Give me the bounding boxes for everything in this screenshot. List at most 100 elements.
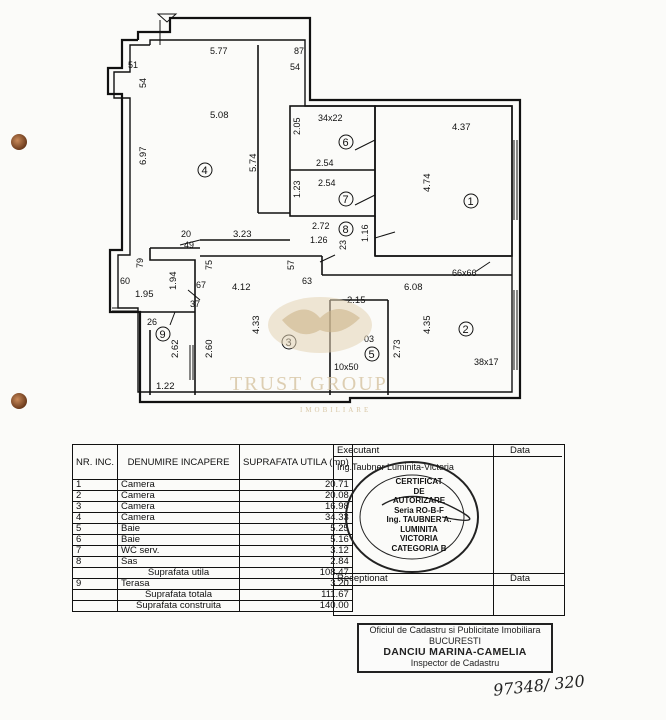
cell-nr: 6 [72, 534, 118, 546]
dim-label: 2.54 [316, 158, 334, 168]
cell-name: Camera [117, 479, 240, 491]
room-areas-table: NR. INC. DENUMIRE INCAPERE SUPRAFATA UTI… [72, 444, 353, 612]
cell-empty [72, 567, 118, 579]
authorization-seal [345, 461, 479, 573]
cell-nr: 2 [72, 490, 118, 502]
cell-nr: 5 [72, 523, 118, 535]
seal-line: CATEGORIA B [391, 543, 447, 553]
exec-divider [334, 585, 564, 586]
dim-label: 4.33 [251, 316, 262, 335]
dim-label: 6.08 [404, 282, 423, 293]
dim-label: 63 [302, 276, 312, 286]
dim-label: 1.94 [168, 272, 179, 291]
stamp-name: DANCIU MARINA-CAMELIA [383, 646, 527, 658]
exec-header-line [334, 445, 562, 457]
dim-label: 3.23 [233, 229, 252, 240]
dim-label: 6.97 [138, 147, 149, 166]
dim-label: 2.73 [392, 340, 403, 359]
seal-line: LUMINITA [400, 524, 438, 534]
cell-nr: 9 [72, 578, 118, 590]
dim-label: 79 [135, 258, 145, 268]
table-header-row: NR. INC. DENUMIRE INCAPERE SUPRAFATA UTI… [72, 444, 353, 480]
cell-name: Camera [117, 512, 240, 524]
dim-label: 2.62 [170, 340, 181, 359]
dim-label: 1.23 [292, 180, 302, 198]
cell-name: Baie [117, 523, 240, 535]
dim-label: 2.54 [318, 178, 336, 188]
watermark-logo: TRUST GROUP IMOBILIARE [230, 297, 388, 414]
dim-label: 10x50 [334, 362, 359, 372]
cell-name: Camera [117, 490, 240, 502]
seal-line: Seria RO-B-F [394, 505, 444, 515]
dim-label: 2.72 [312, 221, 330, 231]
dim-label: 54 [138, 78, 148, 88]
cell-empty [72, 589, 118, 601]
cell-nr: 4 [72, 512, 118, 524]
dim-label: 4.74 [422, 174, 433, 193]
dim-label: 37 [190, 299, 200, 309]
stamp-line-2: BUCURESTI [428, 636, 481, 646]
dim-label: 20 [181, 229, 191, 239]
dim-label: 66x66 [452, 268, 477, 278]
dim-label: 1.95 [135, 289, 154, 300]
dim-label: 5.77 [210, 46, 228, 56]
dim-label: 57 [286, 260, 296, 270]
data-label-recep: Data [510, 573, 531, 584]
seal-line: CERTIFICAT [395, 477, 443, 486]
subtotal-row: Suprafata utila108.47 [72, 567, 353, 579]
room-number-2: 2 [463, 324, 469, 336]
dim-label: 4.35 [422, 316, 433, 335]
dim-label: 03 [364, 334, 374, 344]
seal-line: Ing. TAUBNER A. [386, 515, 452, 524]
dim-label: 2.15 [347, 295, 366, 306]
dim-label: 4.37 [452, 122, 471, 133]
room-number-6: 6 [343, 137, 349, 149]
dim-label: 60 [120, 276, 130, 286]
dim-label: 2.60 [204, 340, 215, 359]
executant-name: Ing.Taubner Luminita-Victoria [337, 462, 454, 472]
dim-label: 75 [204, 260, 214, 270]
exec-divider [493, 445, 494, 615]
cell-nr: 1 [72, 479, 118, 491]
binder-hole-top [11, 134, 27, 150]
cell-nr: 8 [72, 556, 118, 568]
receptionat-label: Receptionat [337, 573, 388, 584]
dim-label: 4.12 [232, 282, 251, 293]
floor-plan: 5.77 87 54 51 54 5.08 6.97 5.74 2.05 34x… [106, 13, 522, 414]
exec-divider [334, 573, 564, 574]
cell-name: Camera [117, 501, 240, 513]
seal-line: AUTORIZARE [392, 496, 446, 505]
room-number-1: 1 [468, 196, 474, 208]
stamp-line-1: Oficiul de Cadastru si Publicitate Imobi… [369, 625, 541, 635]
dim-label: 54 [290, 62, 300, 72]
dim-label: 1.26 [310, 235, 328, 245]
watermark-text: TRUST GROUP [230, 373, 388, 395]
dim-label: 1.22 [156, 381, 175, 392]
construita-label: Suprafata construita [117, 600, 240, 612]
room-number-9: 9 [160, 329, 166, 341]
cell-nr: 7 [72, 545, 118, 557]
cell-name: Sas [117, 556, 240, 568]
dim-label: 1.16 [360, 224, 370, 242]
room-number-8: 8 [343, 224, 349, 236]
cell-nr: 3 [72, 501, 118, 513]
cell-empty [72, 600, 118, 612]
col-name-header: DENUMIRE INCAPERE [117, 444, 240, 480]
construita-value: 140.00 [239, 600, 353, 612]
dim-label: 5.08 [210, 110, 229, 121]
executant-box: Executant Data Ing.Taubner Luminita-Vict… [333, 444, 565, 616]
data-label-exec: Data [510, 445, 531, 456]
col-nr-header: NR. INC. [72, 444, 118, 480]
dim-label: 87 [294, 46, 304, 56]
dim-label: 38x17 [474, 357, 499, 367]
dim-label: 5.74 [248, 154, 259, 173]
